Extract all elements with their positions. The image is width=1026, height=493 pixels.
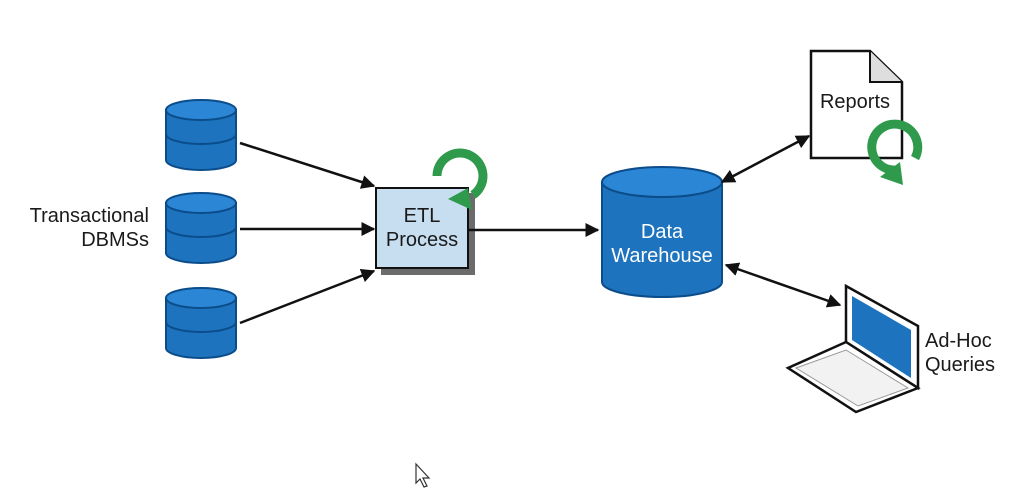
cursor-icon: [415, 462, 431, 488]
ad-hoc-queries-label-line1: Ad-Hoc: [925, 330, 992, 352]
reports-refresh-icon: [867, 119, 923, 185]
source-database-1-icon: [165, 99, 237, 171]
data-warehouse-icon: [601, 166, 723, 298]
etl-process-label-line2: Process: [385, 229, 459, 251]
data-warehouse-label: Data Warehouse: [602, 220, 722, 268]
etl-process-label-line1: ETL: [403, 205, 441, 227]
reports-label: Reports: [819, 91, 891, 113]
transactional-dbms-label: Transactional DBMSs: [6, 204, 149, 252]
source-database-3-icon: [165, 287, 237, 359]
arrow-source3-to-etl: [239, 269, 376, 325]
etl-process-label: ETL Process: [376, 204, 468, 252]
transactional-dbms-label-line2: DBMSs: [81, 229, 149, 251]
data-warehouse-label-line2: Warehouse: [611, 245, 713, 267]
etl-refresh-icon: [432, 148, 488, 210]
arrow-warehouse-reports: [720, 134, 811, 184]
data-warehouse-label-line1: Data: [640, 221, 684, 243]
arrow-warehouse-queries: [724, 262, 842, 308]
ad-hoc-queries-label: Ad-Hoc Queries: [925, 329, 1015, 377]
ad-hoc-queries-label-line2: Queries: [925, 354, 996, 376]
etl-process-box: [375, 187, 469, 269]
transactional-dbms-label-line1: Transactional: [29, 205, 149, 227]
laptop-icon: [785, 283, 921, 414]
source-database-2-icon: [165, 192, 237, 264]
arrow-source1-to-etl: [239, 141, 376, 189]
